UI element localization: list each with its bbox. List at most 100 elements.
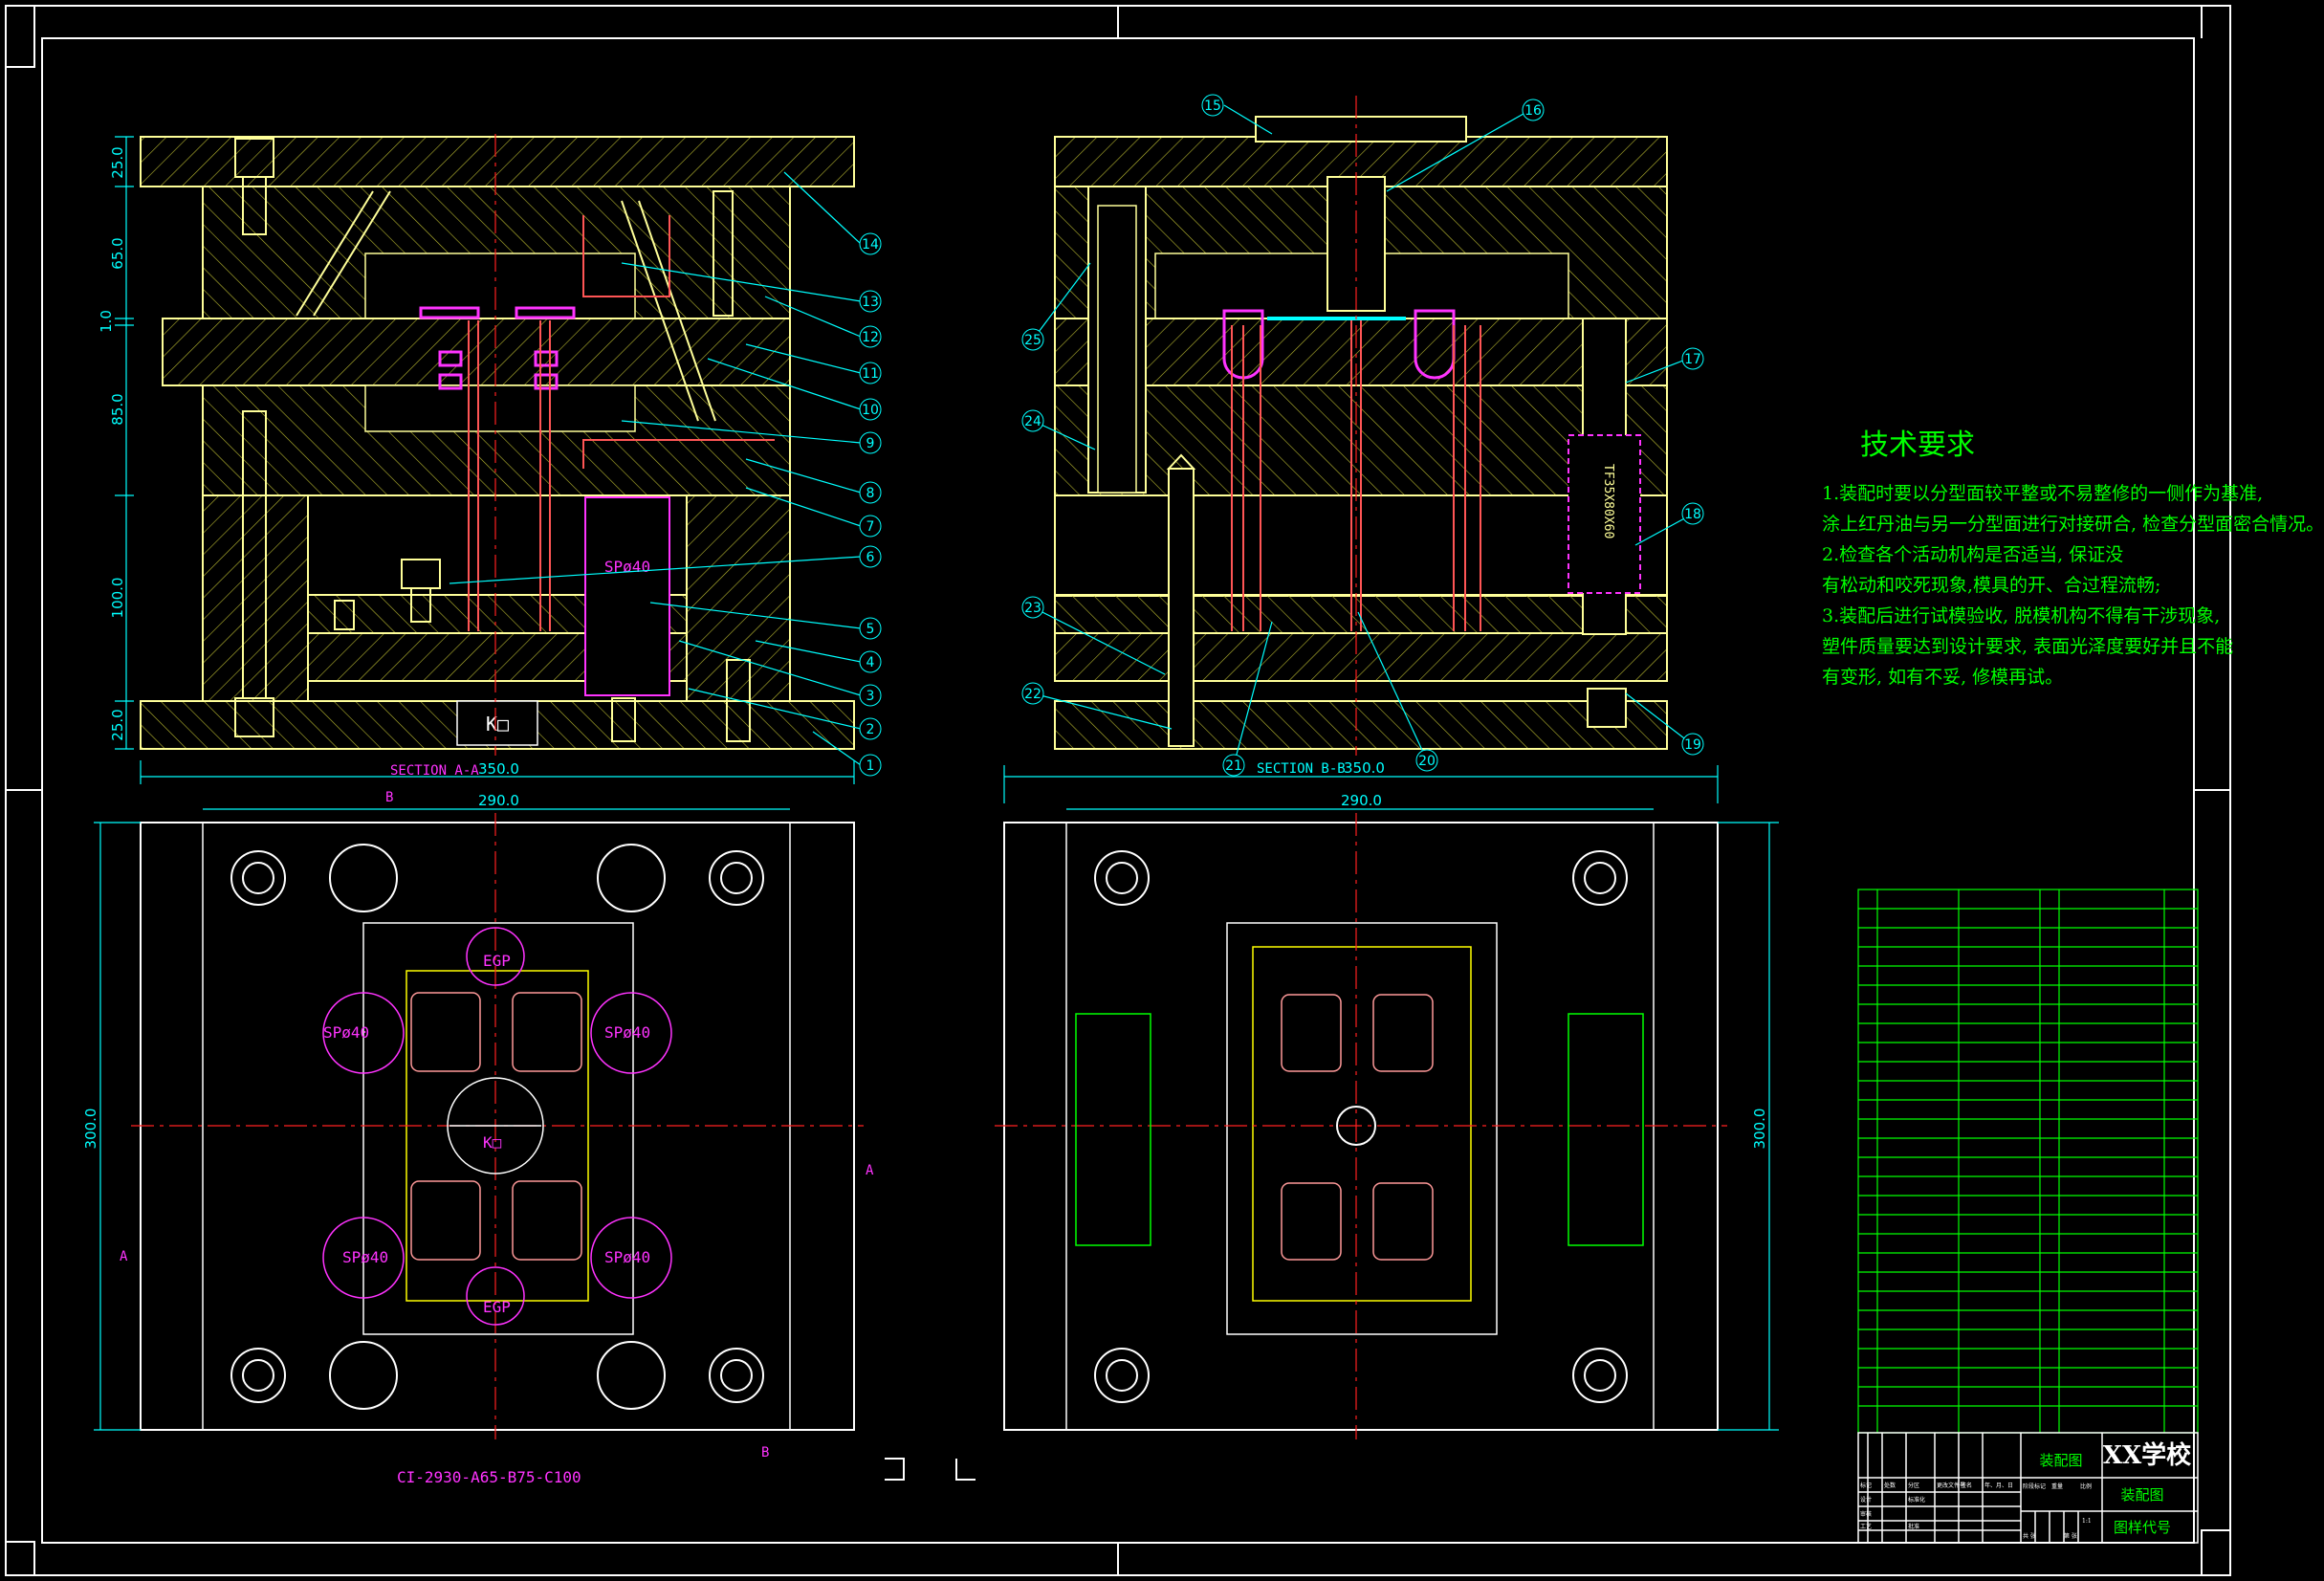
dim-25-top: 25.0 (109, 146, 126, 178)
section-bb-view: TF35X80X60 350.0 SECTION B-B (1003, 94, 1719, 803)
tech-line-5: 3.装配后进行试模验收, 脱模机构不得有干涉现象, (1822, 605, 2221, 626)
tech-line-2: 涂上红丹油与另一分型面进行对接研合, 检查分型面密合情况。 (1822, 514, 2324, 535)
dim-100: 100.0 (109, 578, 126, 619)
tb-cell-6: 年、月、日 (1984, 1482, 2013, 1489)
tb-cell-15: 共 张 (2023, 1532, 2036, 1540)
title-drawing-name: 装配图 (2039, 1452, 2082, 1469)
tb-cell-4: 更改文件号 (1937, 1482, 1965, 1489)
tb-cell-3: 分区 (1908, 1482, 1919, 1489)
sp-label-3: SPø40 (342, 1248, 388, 1266)
drawing-frame (5, 5, 2231, 1576)
callout-6: 6 (866, 550, 875, 565)
tech-title: 技术要求 (1860, 428, 1975, 462)
dim-85: 85.0 (109, 393, 126, 425)
callout-12: 12 (862, 330, 879, 345)
plan-view-left: SPø40 SPø40 SPø40 SPø40 EGP EGP K□ 290.0… (82, 790, 874, 1486)
tb-cell-10: 工艺 (1860, 1523, 1872, 1530)
spacer-block-left (202, 494, 309, 702)
callout-2: 2 (866, 722, 875, 737)
plan-right-width: 290.0 (1341, 792, 1382, 809)
callout-24: 24 (1024, 414, 1041, 429)
parts-list-grid (1857, 889, 2199, 1434)
tb-cell-5: 签名 (1961, 1482, 1972, 1489)
tb-cell-11: 批准 (1908, 1523, 1919, 1530)
callout-10: 10 (862, 403, 879, 418)
section-aa-callouts: 14 13 12 11 10 9 8 7 6 5 4 3 2 1 (859, 232, 882, 777)
callout-15: 15 (1204, 99, 1221, 114)
section-mark-a-left: A (120, 1249, 128, 1264)
trim-marks (6, 6, 2230, 1575)
spring (1568, 434, 1641, 594)
top-clamp-plate (140, 136, 855, 187)
callout-20: 20 (1418, 754, 1436, 769)
sp-label-4: SPø40 (604, 1248, 650, 1266)
title-drawing-type: 装配图 (2120, 1486, 2163, 1504)
dim-1: 1.0 (98, 310, 115, 333)
callout-17: 17 (1684, 352, 1701, 367)
plan-right-height: 300.0 (1751, 1109, 1768, 1150)
tb-cell-8: 标准化 (1908, 1496, 1925, 1504)
section-aa-view: K□ (98, 134, 882, 784)
callout-9: 9 (866, 436, 875, 451)
egp-label-2: EGP (483, 1298, 511, 1316)
section-aa-width: 350.0 (478, 760, 519, 778)
title-company: XX学校 (2103, 1440, 2192, 1470)
plan-left-width: 290.0 (478, 792, 519, 809)
section-mark-b-top: B (385, 790, 393, 805)
egp-label-1: EGP (483, 952, 511, 970)
section-bb-label: SECTION B-B (1257, 761, 1346, 777)
dim-65: 65.0 (109, 237, 126, 269)
callout-23: 23 (1024, 601, 1041, 616)
ko-label: K□ (486, 713, 509, 736)
section-mark-a-right: A (866, 1163, 874, 1178)
tech-line-6: 塑件质量要达到设计要求, 表面光泽度要好并且不能 (1822, 636, 2234, 657)
callout-25: 25 (1024, 333, 1041, 348)
tb-cell-9: 审核 (1860, 1510, 1872, 1518)
spacer-block-right (686, 494, 791, 702)
section-bb-width: 350.0 (1344, 759, 1385, 777)
mold-assembly-drawing: K□ (5, 5, 2231, 1576)
tb-cell-2: 处数 (1884, 1482, 1896, 1489)
callout-8: 8 (866, 486, 875, 501)
callout-14: 14 (862, 237, 879, 253)
sp-label-1: SPø40 (323, 1023, 369, 1042)
spring-label: TF35X80X60 (1601, 464, 1615, 538)
callout-7: 7 (866, 519, 875, 535)
callout-3: 3 (866, 689, 875, 704)
callout-16: 16 (1524, 103, 1542, 119)
tb-cell-7: 设计 (1860, 1496, 1872, 1504)
bb-ejector-plate (1054, 632, 1668, 682)
tech-line-3: 2.检查各个活动机构是否适当, 保证没 (1822, 544, 2124, 565)
parting-insert-area (364, 253, 636, 319)
tb-cell-16: 第 张 (2064, 1532, 2077, 1540)
tb-cell-12: 阶段标记 (2023, 1482, 2046, 1490)
callout-13: 13 (862, 295, 879, 310)
tb-cell-14: 比例 (2080, 1482, 2092, 1490)
tech-line-1: 1.装配时要以分型面较平整或不易整修的一侧作为基准, (1822, 483, 2264, 504)
plan-view-right: 290.0 300.0 (885, 792, 1779, 1481)
title-block: 装配图 XX学校 装配图 图样代号 标记 处数 分区 更改文件号 签名 年、月、… (1857, 1432, 2199, 1544)
slide-block-sp40 (584, 496, 670, 696)
callout-19: 19 (1684, 737, 1701, 753)
core-plate (162, 318, 791, 386)
section-aa-label: SECTION A-A (390, 763, 479, 779)
callout-18: 18 (1684, 507, 1701, 522)
callout-4: 4 (866, 655, 875, 670)
tech-line-7: 有变形, 如有不妥, 修模再试。 (1822, 667, 2064, 688)
plan-ko-label: K□ (483, 1133, 502, 1152)
tb-cell-17: 1:1 (2082, 1518, 2092, 1525)
technical-requirements: 技术要求 1.装配时要以分型面较平整或不易整修的一侧作为基准, 涂上红丹油与另一… (1822, 428, 2324, 692)
dim-25-bottom: 25.0 (109, 709, 126, 740)
callout-5: 5 (866, 622, 875, 637)
section-mark-b-bottom: B (761, 1445, 769, 1460)
title-drawing-code: 图样代号 (2114, 1519, 2171, 1536)
sp-label-2: SPø40 (604, 1023, 650, 1042)
bb-bottom-clamp (1054, 700, 1668, 750)
callout-22: 22 (1024, 687, 1041, 702)
ko-hole (456, 700, 538, 746)
callout-1: 1 (866, 758, 875, 774)
mold-base-part-number: CI-2930-A65-B75-C100 (397, 1468, 581, 1486)
tb-cell-13: 重量 (2051, 1482, 2063, 1490)
callout-11: 11 (862, 366, 879, 382)
plan-left-height: 300.0 (82, 1109, 99, 1150)
